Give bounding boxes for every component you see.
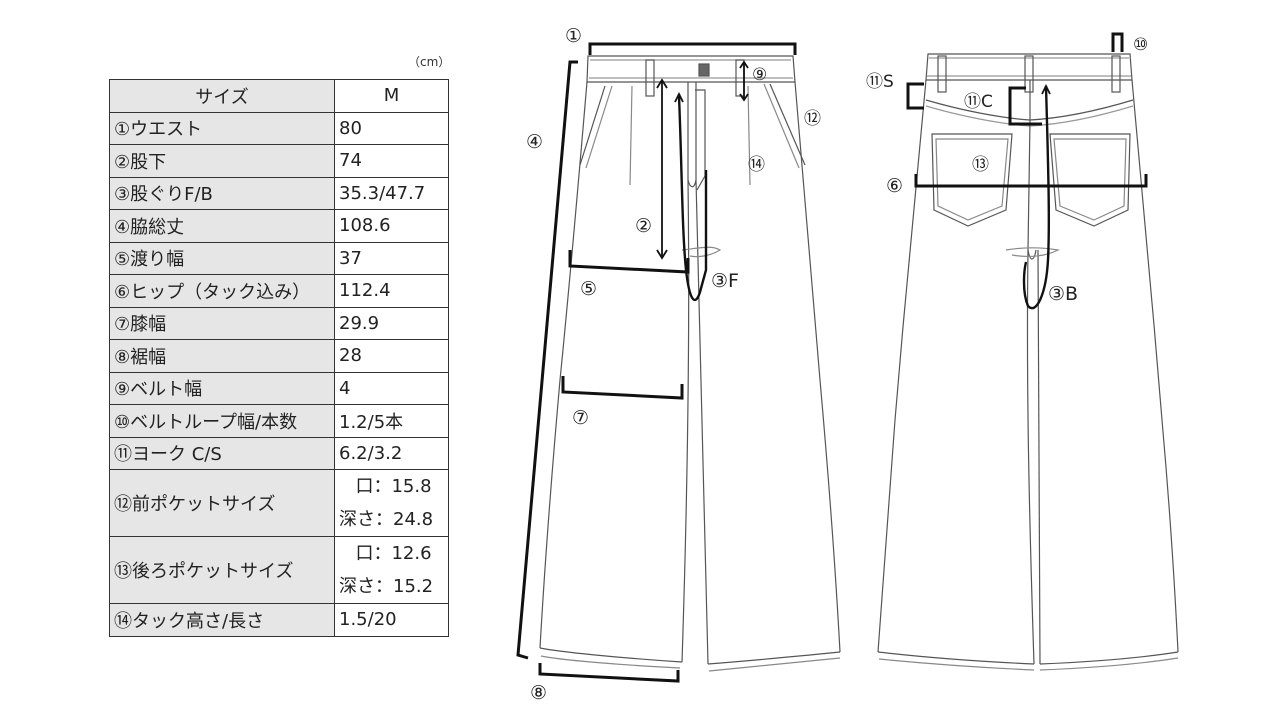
row-label: ②股下 — [109, 144, 335, 178]
back-rise-curve — [1022, 85, 1051, 310]
callout-belt-width: ⑨ — [752, 65, 767, 85]
thigh-bracket — [568, 250, 690, 274]
pocket-opening-value: 口：12.6 — [355, 543, 432, 564]
callout-yoke-side: ⑪S — [866, 72, 894, 92]
row-label: ①ウエスト — [109, 111, 335, 145]
row-label: ⑩ベルトループ幅/本数 — [109, 404, 335, 438]
table-row: ⑪ヨーク C/S 6.2/3.2 — [109, 436, 449, 470]
table-row: ⑫前ポケットサイズ 口：15.8 深さ：24.8 — [109, 469, 449, 537]
callout-waist: ① — [565, 25, 582, 47]
callout-thigh: ⑤ — [580, 278, 597, 300]
hip-bracket — [914, 174, 1148, 188]
row-value: 28 — [334, 339, 449, 373]
pocket-depth-value: 深さ：15.2 — [339, 576, 434, 597]
row-label: ⑬後ろポケットサイズ — [109, 536, 335, 604]
row-value: 4 — [334, 371, 449, 405]
knee-bracket — [561, 376, 684, 400]
callout-knee: ⑦ — [572, 407, 589, 429]
row-value: 108.6 — [334, 209, 449, 243]
table-row: ⑤渡り幅 37 — [109, 241, 449, 275]
row-label: ⑥ヒップ（タック込み） — [109, 274, 335, 308]
row-value: 6.2/3.2 — [334, 436, 449, 470]
callout-belt-loop: ⑩ — [1133, 35, 1148, 55]
row-label: ⑫前ポケットサイズ — [109, 469, 335, 537]
table-row: ③股ぐりF/B 35.3/47.7 — [109, 176, 449, 210]
back-rise-arrow-group — [1022, 83, 1051, 310]
table-row: ⑥ヒップ（タック込み） 112.4 — [109, 274, 449, 308]
row-label: ⑭タック高さ/長さ — [109, 603, 335, 637]
pocket-opening-value: 口：15.8 — [355, 476, 432, 497]
callout-tuck: ⑭ — [748, 155, 765, 175]
callout-hem: ⑧ — [530, 682, 547, 704]
size-table: サイズ M ①ウエスト 80 ②股下 74 ③股ぐりF/B 35.3/47.7 … — [109, 79, 449, 637]
callout-front-rise: ③F — [711, 270, 739, 292]
row-label: ⑧裾幅 — [109, 339, 335, 373]
row-label: ⑤渡り幅 — [109, 241, 335, 275]
table-row: ⑧裾幅 28 — [109, 339, 449, 373]
row-value: 1.5/20 — [334, 603, 449, 637]
back-measurements — [906, 32, 1148, 188]
front-rise-arrows — [656, 60, 749, 302]
table-row: ⑨ベルト幅 4 — [109, 371, 449, 405]
table-row: ⑬後ろポケットサイズ 口：12.6 深さ：15.2 — [109, 536, 449, 604]
row-label: ③股ぐりF/B — [109, 176, 335, 210]
row-value: 口：12.6 深さ：15.2 — [334, 536, 449, 604]
row-value: 1.2/5本 — [334, 404, 449, 438]
size-header-value: M — [334, 79, 449, 113]
pocket-depth-value: 深さ：24.8 — [339, 509, 434, 530]
back-pants-outline — [877, 53, 1179, 671]
table-header-row: サイズ M — [109, 79, 449, 113]
row-value: 29.9 — [334, 306, 449, 340]
callout-front-pocket: ⑫ — [804, 109, 821, 129]
table-row: ⑩ベルトループ幅/本数 1.2/5本 — [109, 404, 449, 438]
front-rise-curve — [677, 94, 708, 302]
row-value: 80 — [334, 111, 449, 145]
table-row: ④脇総丈 108.6 — [109, 209, 449, 243]
callout-hip: ⑥ — [886, 175, 903, 197]
callout-rise: ② — [635, 215, 652, 237]
table-row: ①ウエスト 80 — [109, 111, 449, 145]
callout-back-rise: ③B — [1048, 283, 1078, 305]
row-value: 口：15.8 深さ：24.8 — [334, 469, 449, 537]
row-label: ⑨ベルト幅 — [109, 371, 335, 405]
side-length-bracket — [516, 60, 578, 660]
callout-back-pocket: ⑬ — [972, 155, 989, 175]
unit-label: （cm） — [408, 55, 451, 69]
yoke-side-bracket — [906, 82, 924, 110]
waist-bracket — [588, 42, 797, 55]
hem-bracket — [538, 663, 680, 683]
callout-side-length: ④ — [526, 131, 543, 153]
row-label: ⑪ヨーク C/S — [109, 436, 335, 470]
row-label: ④脇総丈 — [109, 209, 335, 243]
belt-loop-bracket — [1111, 32, 1124, 52]
table-row: ⑭タック高さ/長さ 1.5/20 — [109, 603, 449, 637]
front-measurements — [516, 42, 797, 683]
yoke-center-bracket — [1008, 86, 1042, 126]
row-value: 35.3/47.7 — [334, 176, 449, 210]
callout-yoke-center: ⑪C — [964, 92, 993, 112]
front-pants-outline — [539, 55, 841, 672]
